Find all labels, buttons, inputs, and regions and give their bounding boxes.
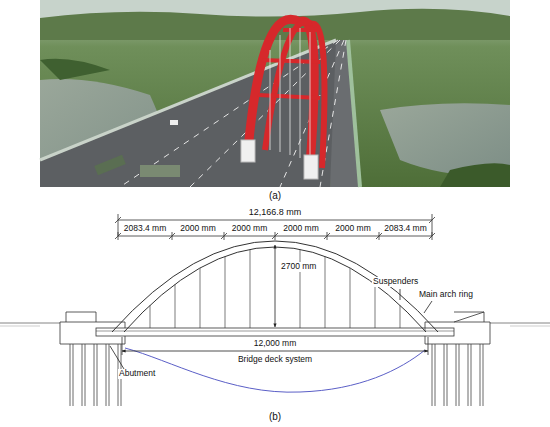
stroke: [456, 344, 457, 406]
stroke: [325, 256, 326, 328]
stroke: [115, 217, 121, 223]
panel-label: (b): [269, 411, 281, 423]
stroke: [459, 344, 460, 406]
stroke: [480, 344, 481, 406]
dimension: 2000 mm: [335, 224, 370, 234]
part-name: Abutment: [118, 369, 156, 379]
stroke: [444, 344, 445, 406]
part-name: Suspenders: [372, 277, 419, 287]
dimension: 2000 mm: [180, 224, 215, 234]
stroke: [376, 233, 382, 239]
dimension: 2000 mm: [283, 224, 318, 234]
dimension: 12,166.8 mm: [249, 207, 302, 217]
stroke: [250, 249, 251, 328]
stroke: [115, 233, 121, 239]
dimension: 2083.4 mm: [124, 224, 167, 234]
stroke: [70, 344, 71, 406]
stroke: [221, 233, 227, 239]
bridge-elevation: [0, 214, 550, 406]
stroke: [468, 344, 469, 406]
stroke: [97, 344, 98, 406]
dimension: 2083.4 mm: [384, 224, 427, 234]
part-name: Main arch ring: [418, 290, 474, 300]
stroke: [375, 284, 376, 328]
dimension: 2000 mm: [232, 224, 267, 234]
stroke: [150, 305, 151, 328]
stroke: [432, 214, 433, 236]
stroke: [118, 214, 119, 236]
stroke: [471, 344, 472, 406]
panel-label: (a): [269, 190, 281, 202]
stroke: [429, 217, 435, 223]
stroke: [73, 344, 74, 406]
dimension: 2700 mm: [280, 262, 317, 272]
stroke: [225, 256, 226, 328]
stroke: [272, 233, 278, 239]
stroke: [106, 344, 107, 406]
stroke: [447, 344, 448, 406]
stroke: [175, 284, 176, 328]
stroke: [432, 344, 433, 406]
bridge-photo: [40, 0, 510, 187]
stroke: [425, 328, 426, 331]
stroke: [429, 233, 435, 239]
stroke: [350, 268, 351, 328]
stroke: [400, 305, 401, 328]
stroke: [94, 344, 95, 406]
stroke: [435, 344, 436, 406]
stroke: [82, 344, 83, 406]
stroke: [169, 233, 175, 239]
stroke: [85, 344, 86, 406]
stroke: [483, 344, 484, 406]
stroke: [324, 233, 330, 239]
part-name: Bridge deck system: [237, 355, 313, 365]
stroke: [200, 268, 201, 328]
dimension: 12,000 mm: [254, 339, 297, 349]
stroke: [109, 344, 110, 406]
